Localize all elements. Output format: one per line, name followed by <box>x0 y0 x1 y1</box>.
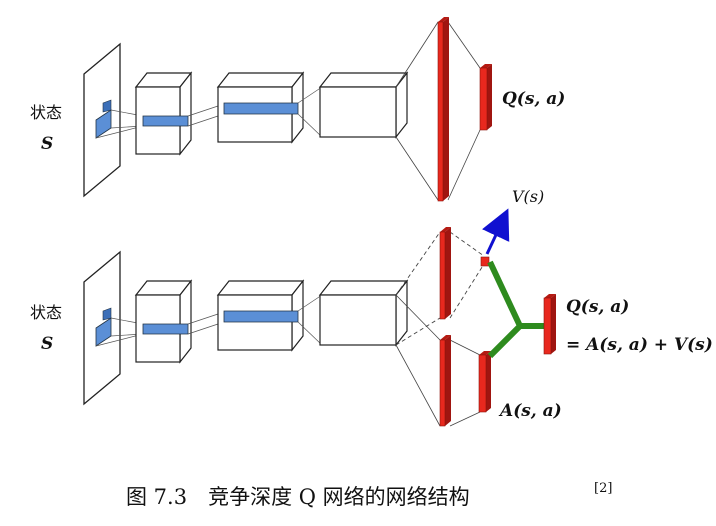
caption-reference: [2] <box>594 481 612 496</box>
bottom-value-fc-layer <box>439 227 451 320</box>
advantage-output-layer <box>478 351 491 413</box>
bottom-network: 状态 S <box>30 187 713 427</box>
top-input-layer <box>83 42 121 198</box>
advantage-label: A(s, a) <box>498 401 562 421</box>
bottom-output-layer <box>543 294 556 355</box>
top-state-label: 状态 <box>30 103 62 122</box>
bottom-proj-lines-3 <box>297 294 323 346</box>
top-state-symbol: S <box>41 134 53 154</box>
top-proj-lines-4 <box>395 21 481 201</box>
bottom-output-label: Q(s, a) <box>566 297 629 317</box>
top-proj-lines-3 <box>297 86 323 138</box>
top-conv-block-1 <box>134 71 193 156</box>
top-fc-layer <box>437 17 449 202</box>
value-output-unit <box>480 256 490 267</box>
caption-text: 图 7.3 竞争深度 Q 网络的网络结构 <box>126 485 470 509</box>
bottom-value-stream-lines <box>395 231 485 346</box>
bottom-advantage-fc-layer <box>439 335 451 427</box>
top-conv-block-3 <box>318 71 409 139</box>
merge-connector <box>487 260 544 359</box>
bottom-state-label: 状态 <box>30 303 62 322</box>
top-output-label: Q(s, a) <box>502 89 565 109</box>
bottom-conv-block-1 <box>134 279 193 364</box>
top-conv-block-2 <box>216 71 305 144</box>
value-arrow <box>482 208 510 255</box>
bottom-conv-block-3 <box>318 279 409 347</box>
bottom-advantage-stream-lines <box>395 294 481 427</box>
bottom-output-equation: = A(s, a) + V(s) <box>566 335 713 355</box>
bottom-state-symbol: S <box>41 334 53 354</box>
bottom-conv-block-2 <box>216 279 305 352</box>
value-label: V(s) <box>512 187 544 206</box>
top-output-layer <box>479 64 492 131</box>
top-network: 状态 S <box>30 17 565 202</box>
figure-caption: 图 7.3 竞争深度 Q 网络的网络结构 [2] <box>126 481 612 509</box>
bottom-input-layer <box>83 250 121 406</box>
